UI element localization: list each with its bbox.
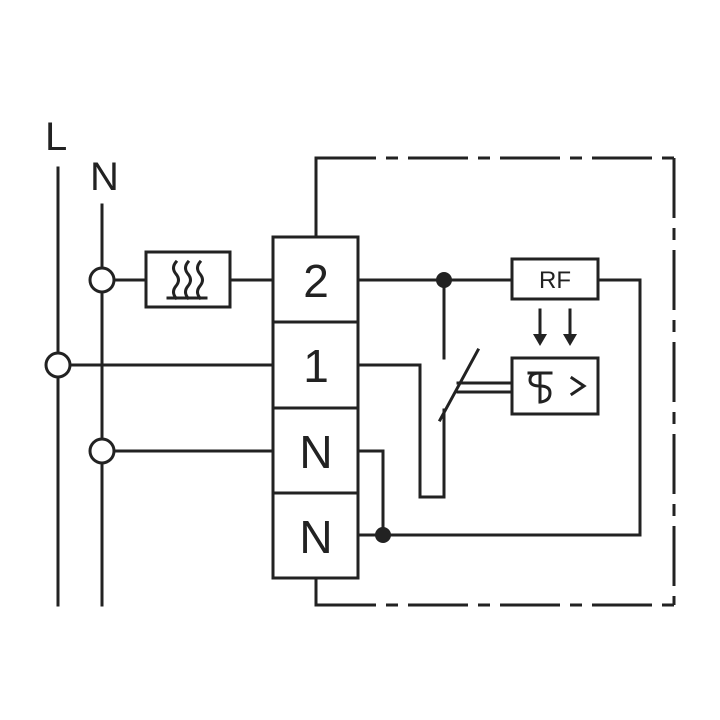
rf-label: RF <box>539 267 571 294</box>
junction-dot <box>375 527 391 543</box>
heater-icon <box>166 259 208 301</box>
neutral-connection-ring <box>88 266 116 294</box>
neutral-rail-label: N <box>90 155 119 199</box>
terminal-label: 2 <box>303 255 329 307</box>
neutral-connection-ring <box>88 437 116 465</box>
thermostat-sensor <box>510 356 600 416</box>
thermostat-sensor-icon <box>527 371 587 404</box>
switch-blade <box>437 347 481 423</box>
junction-dot <box>436 272 452 288</box>
arrow-down-icon <box>533 308 547 346</box>
line-connection-ring <box>44 351 72 379</box>
rf-box <box>510 257 600 301</box>
rf-module: RF <box>510 257 600 301</box>
heater-load <box>144 250 232 309</box>
terminal-label: N <box>299 426 332 478</box>
switch-contact-icon <box>356 347 514 499</box>
terminal-label: N <box>299 511 332 563</box>
terminal-label: 1 <box>303 340 329 392</box>
arrow-down-icon <box>563 308 577 346</box>
line-rail-label: L <box>45 115 67 159</box>
terminal-block: 2 1 N N <box>271 235 360 580</box>
